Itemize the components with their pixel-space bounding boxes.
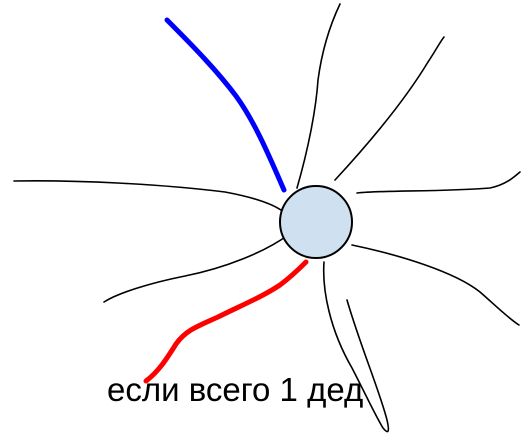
line-right bbox=[356, 171, 521, 194]
central-node-icon bbox=[279, 185, 353, 259]
highlight-line-blue bbox=[164, 17, 287, 193]
highlight-line-red bbox=[143, 259, 309, 384]
line-top-right bbox=[334, 36, 445, 181]
line-lower-left bbox=[103, 234, 289, 303]
line-left bbox=[13, 180, 282, 211]
line-top bbox=[296, 3, 341, 189]
line-bottom bbox=[322, 261, 390, 433]
thin-lines bbox=[13, 3, 521, 433]
line-lower-right bbox=[351, 244, 520, 326]
caption-text: если всего 1 дед bbox=[107, 371, 364, 408]
